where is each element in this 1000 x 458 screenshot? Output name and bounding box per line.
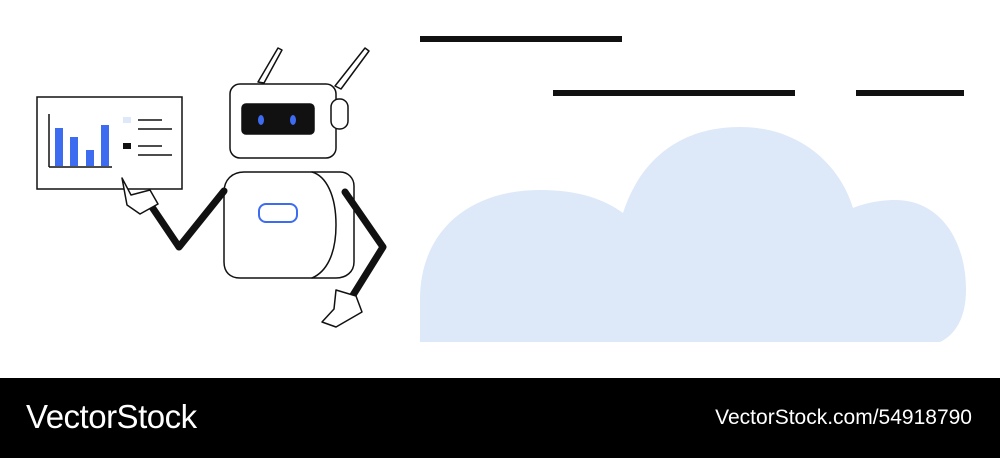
text-placeholder-line [856, 90, 964, 96]
watermark-footer: VectorStock VectorStock.com/54918790 [0, 378, 1000, 458]
illustration-canvas [36, 36, 966, 342]
robot-illustration [121, 47, 387, 328]
text-placeholder-line [553, 90, 795, 96]
bar-chart-board-icon [36, 96, 183, 190]
text-placeholder-line [420, 36, 622, 42]
image-id-label: VectorStock.com/54918790 [715, 406, 972, 429]
vectorstock-logo-text: VectorStock [26, 398, 197, 435]
cloud-shape [420, 127, 966, 342]
